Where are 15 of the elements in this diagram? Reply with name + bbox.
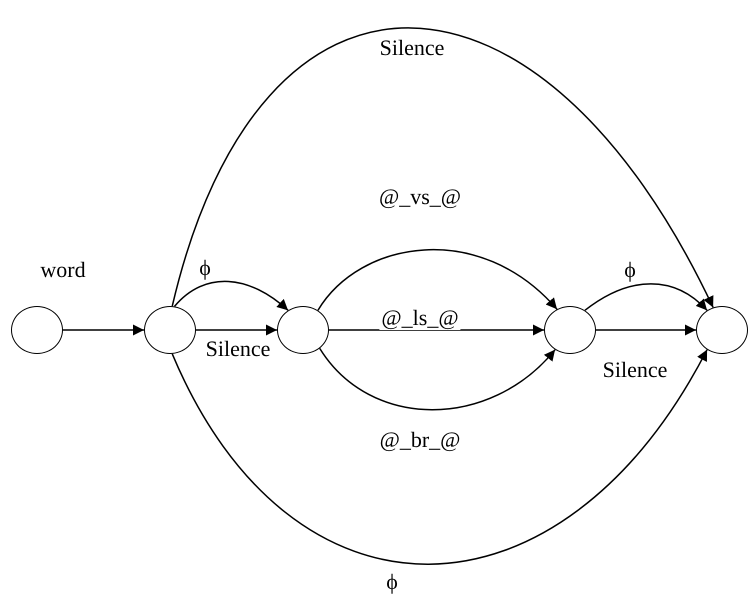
- state-circle: [11, 306, 63, 354]
- arrow: [174, 280, 289, 311]
- arrow: [196, 324, 277, 336]
- arrow: [172, 28, 714, 308]
- arrow: [596, 324, 696, 336]
- arrow: [63, 324, 144, 336]
- arrow: [329, 324, 544, 336]
- arrow: [172, 349, 708, 565]
- arrow: [584, 283, 708, 311]
- state-circle: [696, 306, 748, 354]
- arrow: [319, 348, 556, 410]
- state-circle: [144, 306, 196, 354]
- arrow: [317, 249, 558, 311]
- state-circle: [544, 306, 596, 354]
- state-circle: [277, 306, 329, 354]
